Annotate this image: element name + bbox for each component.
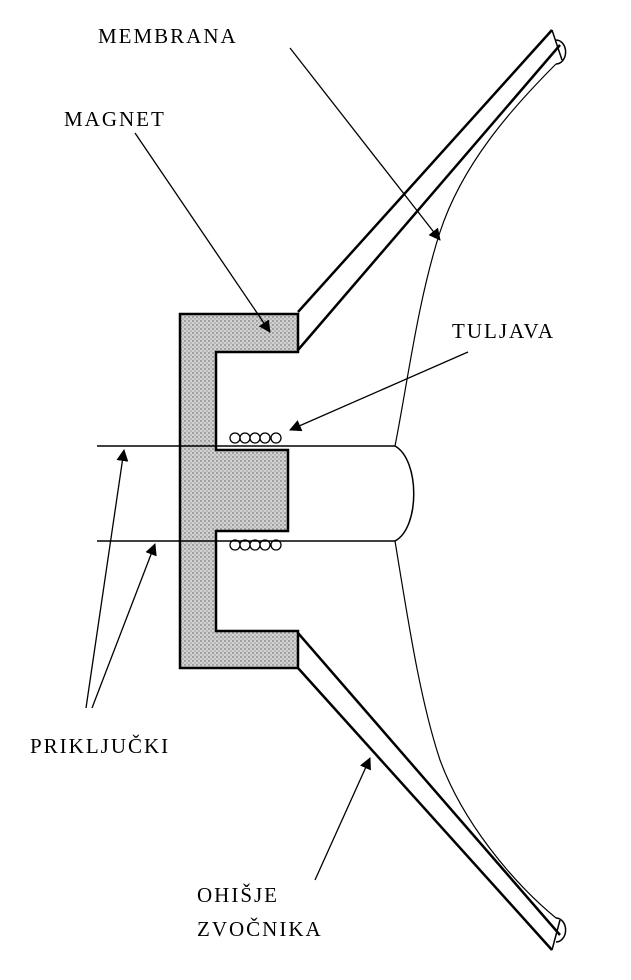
tuljava-arrow bbox=[289, 351, 469, 432]
prikljucki-arrow-lower bbox=[91, 543, 157, 709]
magnet-arrow bbox=[134, 132, 271, 333]
label-ohisje-line2: ZVOČNIKA bbox=[197, 917, 323, 941]
label-prikljucki: PRIKLJUČKI bbox=[30, 734, 170, 758]
magnet-body bbox=[178, 312, 300, 670]
membrana-arrow bbox=[289, 47, 441, 241]
label-magnet: MAGNET bbox=[64, 107, 166, 131]
dust-cap bbox=[394, 445, 415, 542]
upper-cone bbox=[297, 29, 567, 351]
lower-cone bbox=[297, 632, 567, 951]
label-membrana: MEMBRANA bbox=[98, 24, 238, 48]
membrane-curve-upper bbox=[394, 63, 557, 447]
voice-coil bbox=[229, 432, 282, 551]
ohisje-arrow bbox=[314, 757, 371, 881]
membrane-curve-lower bbox=[394, 540, 557, 919]
label-tuljava: TULJAVA bbox=[452, 319, 555, 343]
label-ohisje-line1: OHIŠJE bbox=[197, 883, 279, 907]
prikljucki-arrow-upper bbox=[85, 449, 129, 709]
